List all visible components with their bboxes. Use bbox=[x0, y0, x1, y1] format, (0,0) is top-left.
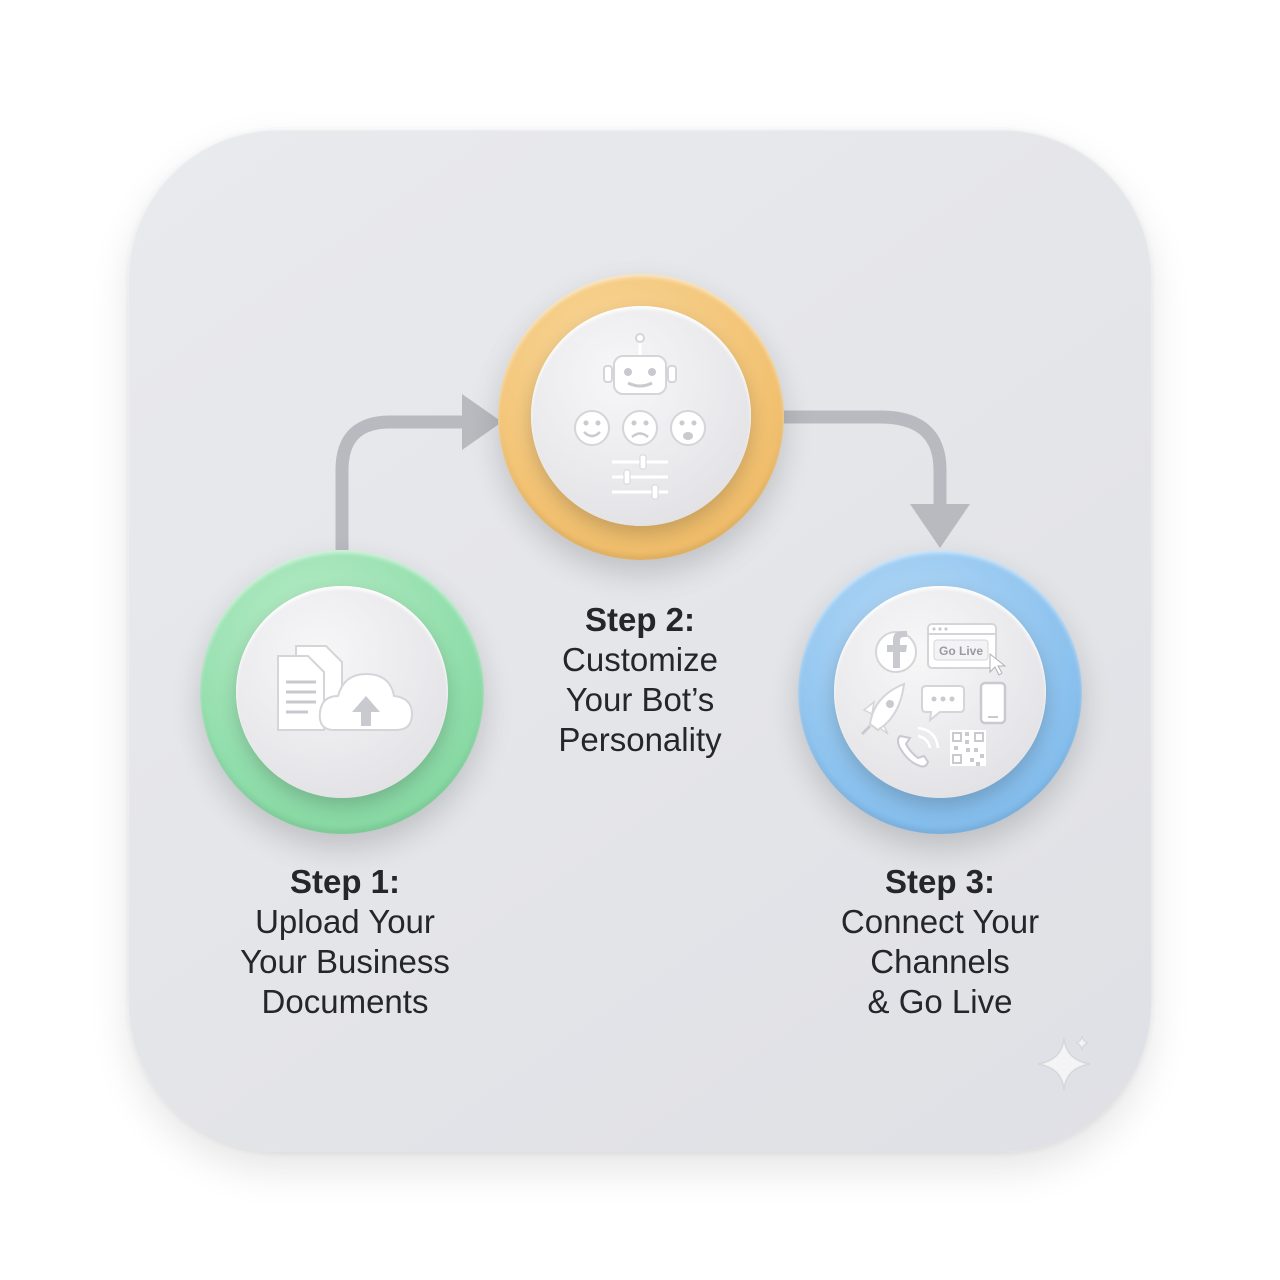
worried-face-icon bbox=[670, 410, 706, 446]
step-1-title: Step 1: bbox=[289, 863, 401, 900]
step-2-title: Step 2: bbox=[584, 601, 696, 638]
chat-bubble-icon bbox=[921, 685, 965, 723]
connector-arrow-2-3 bbox=[777, 410, 947, 519]
cloud-upload-icon bbox=[318, 672, 414, 731]
step-2-label: Step 2: Customize Your Bot’s Personality bbox=[490, 600, 790, 760]
arrowhead-2-3 bbox=[910, 504, 970, 548]
go-live-label: Go Live bbox=[939, 644, 983, 658]
arrowhead-1-2 bbox=[462, 394, 502, 450]
step-1-line-3: Documents bbox=[261, 983, 429, 1020]
cursor-icon bbox=[989, 652, 1007, 676]
browser-window-icon: Go Live bbox=[927, 623, 1007, 676]
sad-face-icon bbox=[622, 410, 658, 446]
connector-arrow-1-2 bbox=[335, 415, 477, 557]
happy-face-icon bbox=[574, 410, 610, 446]
step-1-line-2: Your Business bbox=[240, 943, 450, 980]
step-3-line-1: Connect Your bbox=[840, 903, 1040, 940]
step-3-line-2: Channels bbox=[870, 943, 1010, 980]
step-1-label: Step 1: Upload Your Your Business Docume… bbox=[190, 862, 500, 1022]
step-3-label: Step 3: Connect Your Channels & Go Live bbox=[790, 862, 1090, 1022]
smartphone-icon bbox=[979, 681, 1007, 725]
facebook-icon bbox=[875, 631, 917, 673]
phone-call-icon bbox=[897, 726, 940, 768]
robot-icon bbox=[603, 333, 677, 395]
sparkle-icon bbox=[1037, 1035, 1091, 1091]
step-3-title: Step 3: bbox=[884, 863, 996, 900]
step-2-line-2: Your Bot’s bbox=[565, 681, 715, 718]
step-3-line-3: & Go Live bbox=[867, 983, 1013, 1020]
step-2-line-1: Customize bbox=[562, 641, 718, 678]
rocket-icon bbox=[860, 682, 906, 736]
sliders-icon bbox=[612, 454, 668, 500]
qr-code-icon bbox=[950, 730, 986, 766]
step-1-line-1: Upload Your bbox=[255, 903, 435, 940]
step-2-line-3: Personality bbox=[558, 721, 722, 758]
